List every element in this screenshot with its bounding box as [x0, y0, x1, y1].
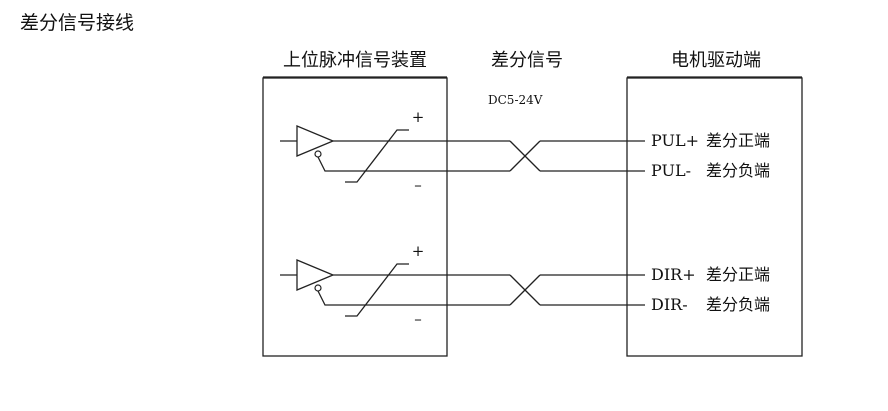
minus-sign: – — [414, 310, 422, 328]
pin-pul-minus: PUL- — [651, 161, 691, 180]
twisted-pair-cross-2 — [509, 274, 541, 306]
pin-dir-minus-desc: 差分负端 — [706, 295, 770, 314]
wire-negative — [317, 290, 510, 306]
driver-buffer-icon — [296, 125, 335, 157]
inverter-bubble-icon — [314, 284, 322, 292]
twist-marker-icon — [345, 129, 409, 183]
pin-dir-plus-desc: 差分正端 — [706, 265, 770, 284]
inverter-bubble-icon — [314, 150, 322, 158]
minus-sign: – — [414, 176, 422, 194]
plus-sign: + — [412, 108, 425, 126]
channel-dir: + – DIR+ 差分正端 DIR- 差分负端 — [280, 242, 770, 328]
channel-pul: + – PUL+ 差分正端 PUL- 差分负端 — [280, 108, 770, 194]
twisted-pair-cross-2 — [509, 140, 541, 172]
header-controller: 上位脉冲信号装置 — [283, 50, 427, 71]
driver-buffer-icon — [296, 259, 335, 291]
pin-pul-plus: PUL+ — [651, 131, 699, 150]
header-signal: 差分信号 — [491, 50, 563, 71]
pin-dir-minus: DIR- — [651, 295, 688, 314]
plus-sign: + — [412, 242, 425, 260]
header-driver: 电机驱动端 — [671, 50, 761, 71]
wire-negative — [317, 156, 510, 172]
twist-marker-icon — [345, 263, 409, 317]
pin-pul-minus-desc: 差分负端 — [706, 161, 770, 180]
page-title: 差分信号接线 — [20, 12, 135, 34]
voltage-label: DC5-24V — [488, 93, 543, 107]
pin-pul-plus-desc: 差分正端 — [706, 131, 770, 150]
pin-dir-plus: DIR+ — [651, 265, 696, 284]
controller-box — [262, 77, 448, 357]
driver-box — [626, 77, 803, 357]
